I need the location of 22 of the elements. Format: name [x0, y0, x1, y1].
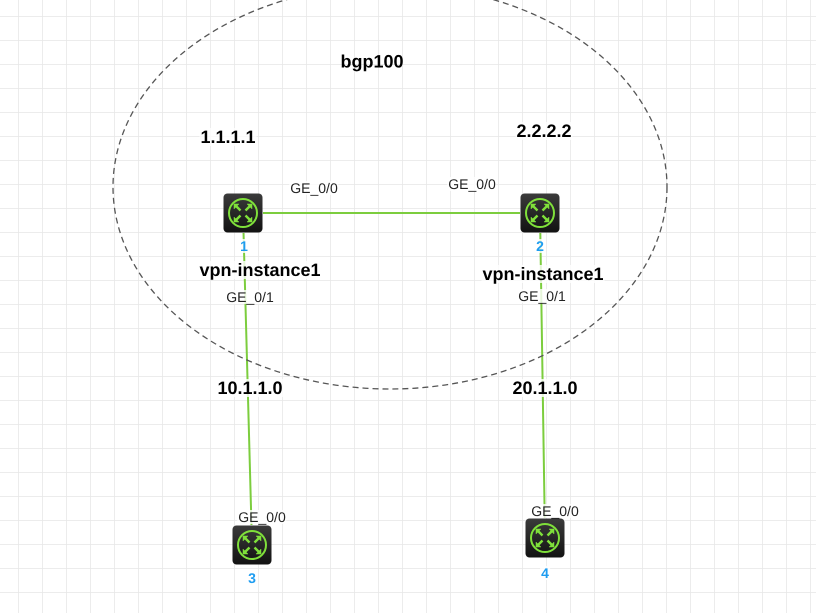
network-label: 20.1.1.0 [511, 379, 579, 397]
router-icon [520, 193, 560, 233]
device-number: 1 [239, 239, 249, 253]
port-label: GE_0/0 [289, 181, 339, 195]
device-number: 4 [540, 566, 550, 580]
device-number: 2 [535, 239, 545, 253]
router-icon [525, 518, 565, 558]
network-label: vpn-instance1 [481, 265, 605, 283]
port-label: GE_0/0 [237, 510, 287, 524]
router-icon [232, 525, 272, 565]
link-line [263, 212, 520, 214]
port-label: GE_0/1 [225, 290, 275, 304]
area-label: bgp100 [340, 50, 404, 74]
network-label: 10.1.1.0 [216, 379, 284, 397]
router-icon [223, 193, 263, 233]
port-label: GE_0/0 [530, 504, 580, 518]
router-id-label: 2.2.2.2 [515, 122, 573, 140]
port-label: GE_0/1 [517, 289, 567, 303]
router-id-label: 1.1.1.1 [199, 128, 257, 146]
port-label: GE_0/0 [447, 177, 497, 191]
network-label: vpn-instance1 [198, 261, 322, 279]
device-number: 3 [247, 571, 257, 585]
